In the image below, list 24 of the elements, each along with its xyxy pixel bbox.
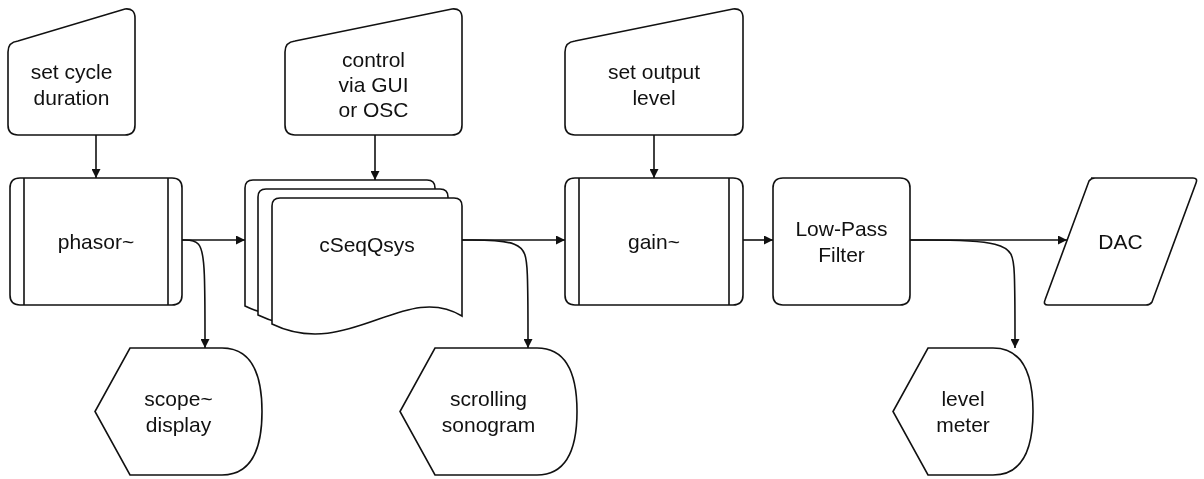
node-label: scope~ display [143, 386, 214, 437]
node-label: level meter [935, 386, 991, 437]
display-shape [95, 348, 262, 475]
manual-input-shape [565, 8, 743, 135]
data-parallelogram [1043, 178, 1198, 305]
node-label: scrolling sonogram [440, 386, 537, 437]
node-label: set cycle duration [29, 59, 114, 110]
node-label: control via GUI or OSC [337, 46, 410, 123]
node-label: gain~ [628, 228, 680, 255]
arrow [370, 134, 380, 181]
node-label: phasor~ [57, 228, 135, 255]
node-label: set output level [606, 59, 702, 110]
node-label: Low-Pass Filter [794, 216, 889, 267]
arrow [91, 134, 101, 179]
arrow [649, 134, 659, 179]
node-label: cSeqQsys [319, 232, 415, 258]
predefined-process-box [565, 178, 743, 305]
display-shape [893, 348, 1033, 475]
manual-input-shape [8, 8, 135, 135]
predefined-process-box [10, 178, 182, 305]
process-box [773, 178, 910, 305]
manual-input-shape [285, 8, 462, 135]
display-shape [400, 348, 577, 475]
node-label: DAC [1098, 228, 1143, 255]
